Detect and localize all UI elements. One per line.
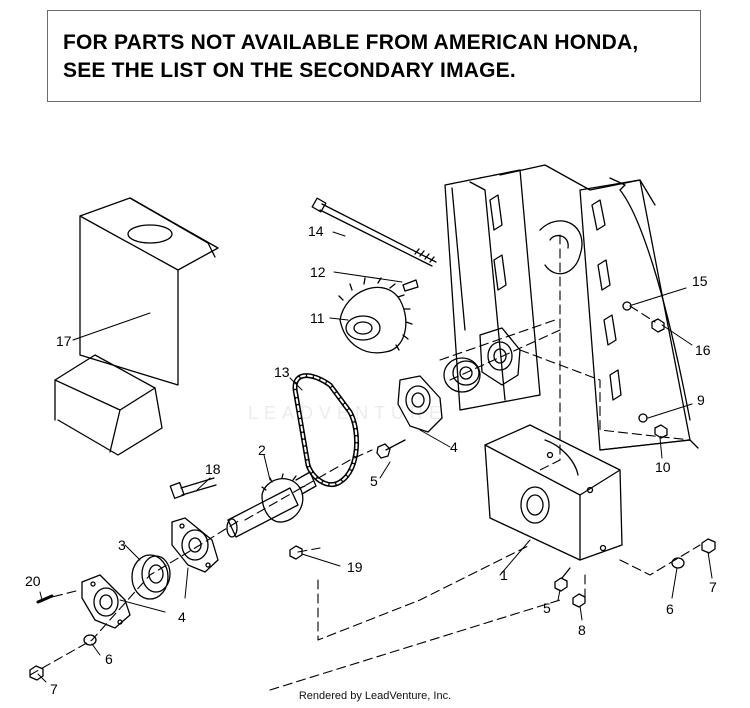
part-2-shaft: [226, 471, 317, 538]
part-4-flange-upper: [397, 375, 443, 433]
callout-14: 14: [308, 223, 324, 239]
callout-11: 11: [310, 310, 325, 326]
part-11-sprocket: [338, 277, 413, 354]
callout-1: 1: [500, 567, 508, 583]
callout-3: 3: [118, 537, 126, 553]
part-3-bearing: [131, 554, 171, 600]
part-7-cap-right: [701, 538, 716, 554]
notice-line-2: SEE THE LIST ON THE SECONDARY IMAGE.: [63, 59, 516, 82]
part-9-nut: [638, 413, 648, 423]
part-7-cap-left: [29, 665, 44, 681]
frame-assembly: [444, 164, 699, 451]
callout-6-right: 6: [666, 601, 674, 617]
upper-bearing: [443, 357, 481, 393]
leader-lines: [37, 231, 713, 683]
part-17-cover: [54, 197, 219, 456]
callout-4-upper: 4: [450, 439, 458, 455]
part-5-bolt-upper: [376, 439, 406, 459]
parts-notice-box: FOR PARTS NOT AVAILABLE FROM AMERICAN HO…: [47, 10, 701, 102]
part-18-bolt: [169, 477, 217, 499]
callout-17: 17: [56, 333, 72, 349]
part-4-flange-left: [81, 574, 131, 629]
part-16-washer: [651, 318, 665, 333]
callout-6-left: 6: [105, 651, 113, 667]
alignment-lines: [29, 234, 701, 691]
callout-18: 18: [205, 461, 221, 477]
callout-5-lower: 5: [543, 600, 551, 616]
callout-7-left: 7: [50, 681, 58, 697]
callout-7-right: 7: [709, 579, 717, 595]
callout-12: 12: [310, 264, 326, 280]
credit-line: Rendered by LeadVenture, Inc.: [298, 690, 452, 702]
part-12-key: [402, 279, 419, 292]
callout-4-lower: 4: [178, 609, 186, 625]
part-19-nut: [289, 545, 303, 560]
part-14-rod: [311, 197, 437, 267]
part-13-chain: [292, 373, 360, 488]
callout-13: 13: [274, 364, 290, 380]
part-6-washer-right: [671, 557, 685, 569]
part-8-nut: [572, 593, 586, 608]
callout-5-upper: 5: [370, 473, 378, 489]
callout-8: 8: [578, 622, 586, 638]
callout-9: 9: [697, 392, 705, 408]
callout-16: 16: [695, 342, 711, 358]
part-5-bolt-lower: [554, 567, 571, 592]
callout-19: 19: [347, 559, 363, 575]
callout-15: 15: [692, 273, 708, 289]
part-4-flange-mid: [171, 517, 219, 573]
callout-10: 10: [655, 459, 671, 475]
upper-flange-right: [479, 327, 521, 386]
notice-line-1: FOR PARTS NOT AVAILABLE FROM AMERICAN HO…: [63, 31, 639, 54]
part-1-bracket: [484, 424, 623, 561]
part-6-washer-left: [83, 634, 97, 646]
callout-2: 2: [258, 442, 266, 458]
part-10-bolt: [654, 424, 668, 439]
callout-20: 20: [25, 573, 41, 589]
